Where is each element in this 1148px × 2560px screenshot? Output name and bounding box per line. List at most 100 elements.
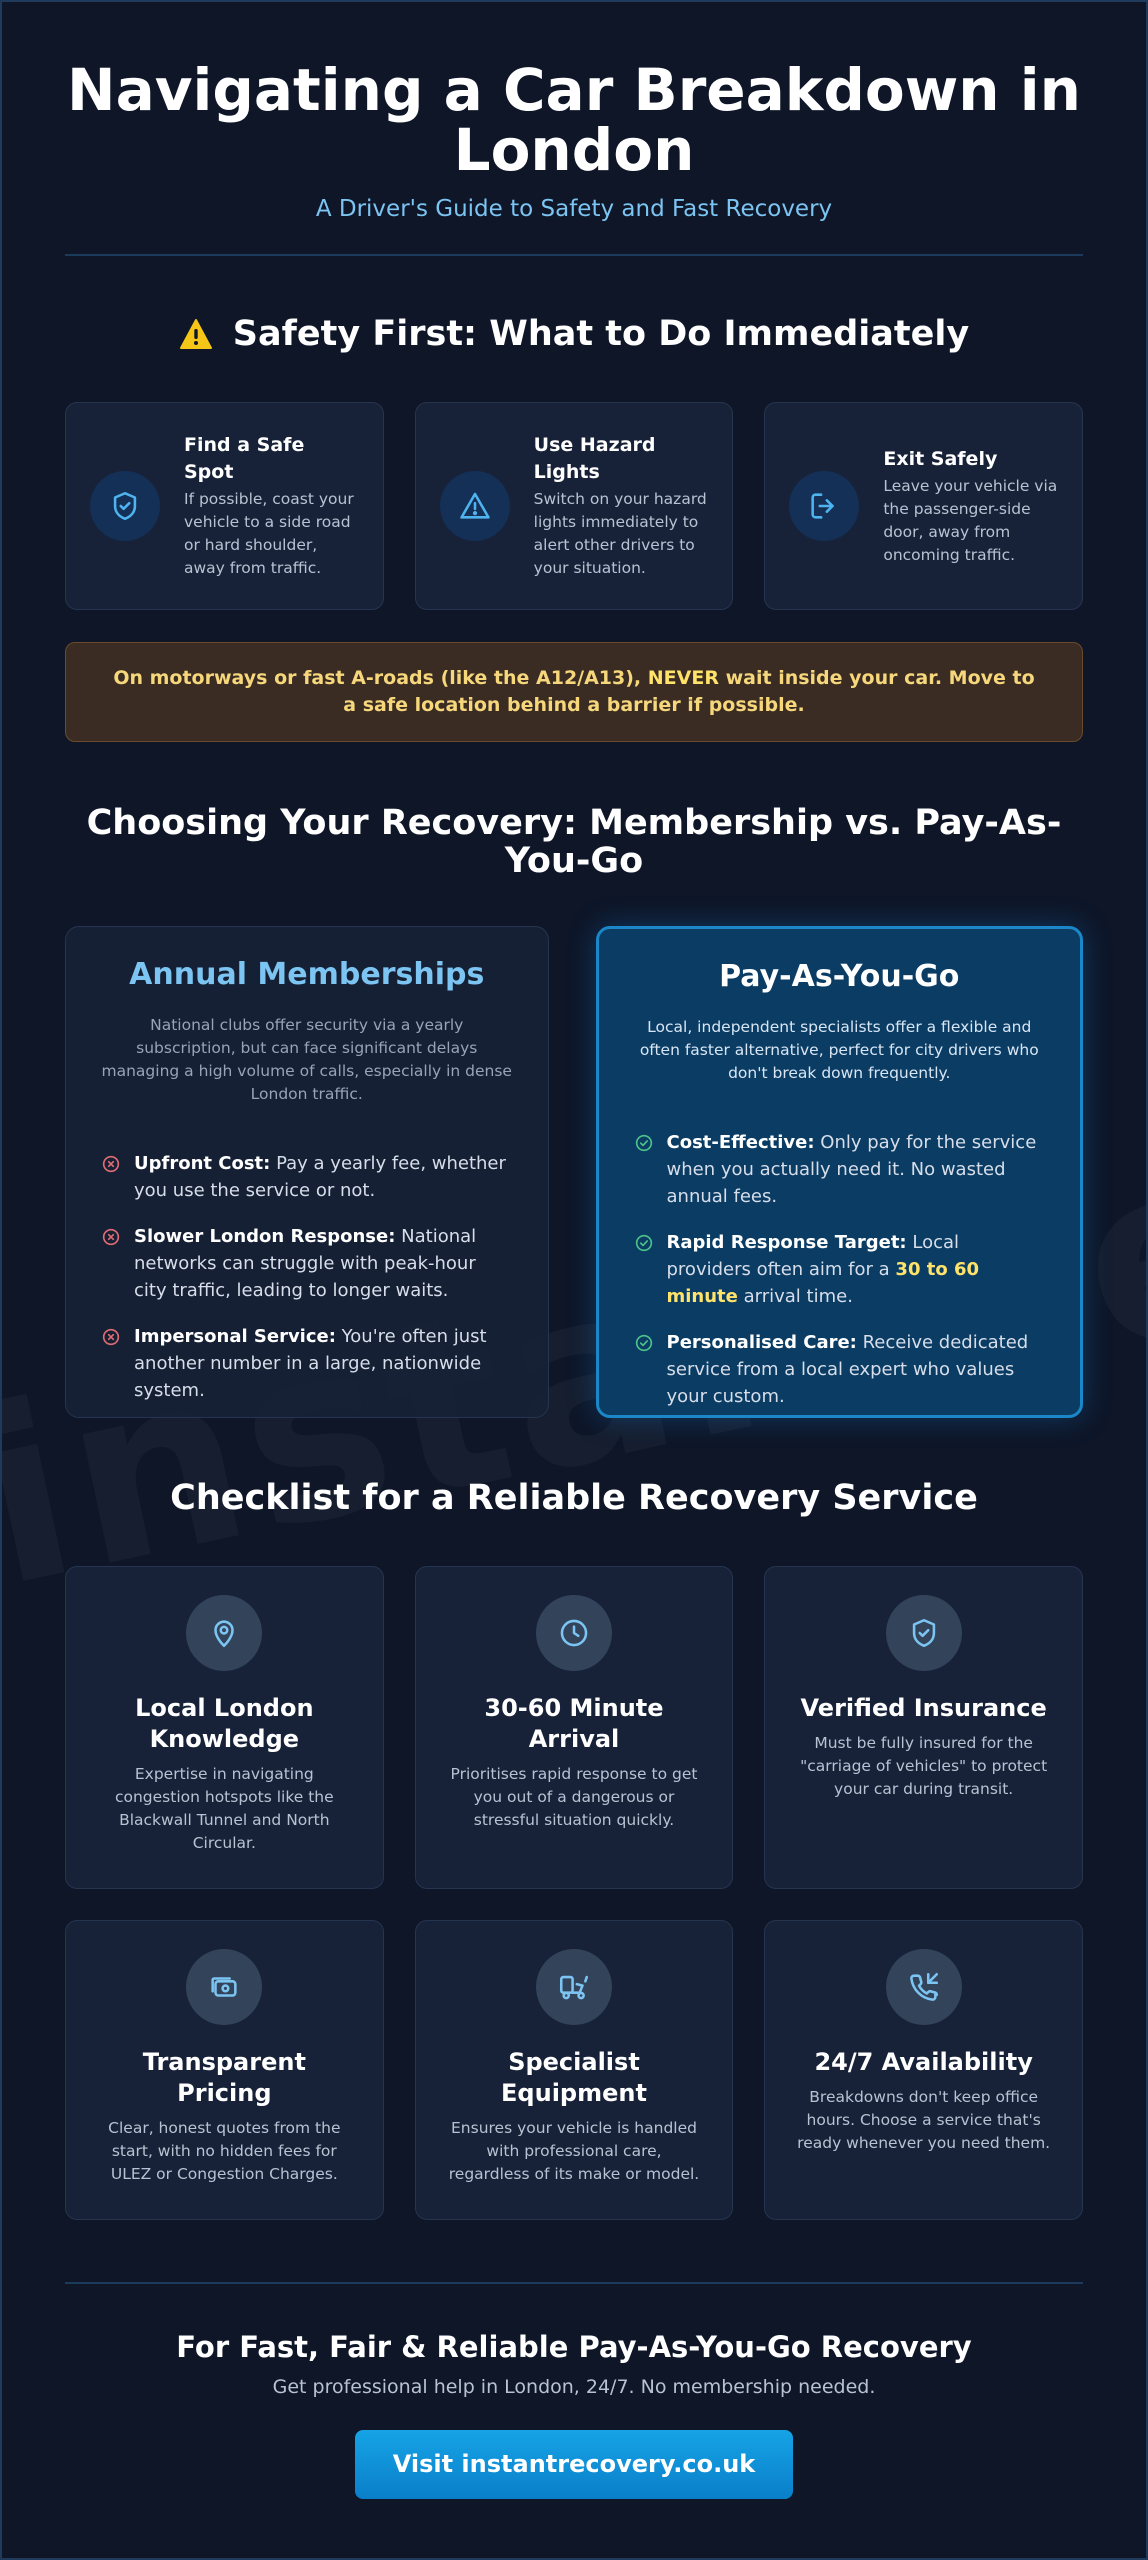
safety-card-body: Use Hazard Lights Switch on your hazard … (534, 432, 709, 580)
notice-emphasis: NEVER (647, 667, 719, 689)
list-item-text: Upfront Cost: Pay a yearly fee, whether … (134, 1150, 514, 1204)
phone-incoming-icon (885, 1949, 962, 2025)
list-item: Slower London Response: National network… (100, 1223, 514, 1304)
checklist-card-text: Clear, honest quotes from the start, wit… (108, 2119, 341, 2183)
list-item-label: Slower London Response: (134, 1226, 396, 1247)
comparison-title: Choosing Your Recovery: Membership vs. P… (86, 803, 1062, 881)
page-content: Navigating a Car Breakdown in London A D… (2, 2, 1146, 2499)
list-item-body: Local providers often aim for a (666, 1232, 960, 1280)
footer-divider (65, 2282, 1083, 2284)
notice-text-before: On motorways or fast A-roads (like the A… (113, 667, 642, 689)
shield-check-icon (885, 1595, 962, 1671)
safety-cards: Find a Safe Spot If possible, coast your… (65, 402, 1084, 610)
payg-card: Pay-As-You-Go Local, independent special… (595, 926, 1083, 1418)
membership-title: Annual Memberships (129, 957, 485, 992)
payg-title: Pay-As-You-Go (719, 959, 960, 994)
check-circle-icon (633, 1232, 655, 1310)
list-item: Personalised Care: Receive dedicated ser… (633, 1329, 1047, 1410)
payg-list: Cost-Effective: Only pay for the service… (633, 1129, 1047, 1410)
hazard-triangle-icon (439, 471, 510, 541)
safety-card-text: If possible, coast your vehicle to a sid… (184, 490, 354, 577)
checklist-card-arrival: 30-60 Minute Arrival Prioritises rapid r… (414, 1566, 734, 1889)
list-item: Cost-Effective: Only pay for the service… (633, 1129, 1047, 1210)
safety-card-safe-spot: Find a Safe Spot If possible, coast your… (65, 402, 384, 610)
checklist-card-pricing: Transparent Pricing Clear, honest quotes… (65, 1920, 384, 2220)
checklist-card-availability: 24/7 Availability Breakdowns don't keep … (764, 1920, 1083, 2220)
safety-card-text: Leave your vehicle via the passenger-sid… (883, 476, 1058, 564)
cta-title: For Fast, Fair & Reliable Pay-As-You-Go … (176, 2330, 972, 2364)
checklist-card-text: Ensures your vehicle is handled with pro… (448, 2119, 700, 2183)
list-item-text: Rapid Response Target: Local providers o… (667, 1229, 1047, 1310)
safety-card-text: Switch on your hazard lights immediately… (533, 490, 707, 577)
checklist-card-title: Local London Knowledge (135, 1694, 314, 1753)
motorway-warning-notice: On motorways or fast A-roads (like the A… (65, 642, 1083, 742)
checklist-card-insurance: Verified Insurance Must be fully insured… (764, 1566, 1083, 1889)
cta-subtitle: Get professional help in London, 24/7. N… (272, 2376, 876, 2398)
safety-section: Safety First: What to Do Immediately Fin… (65, 314, 1084, 742)
hero-header: Navigating a Car Breakdown in London A D… (65, 2, 1083, 222)
list-item-body: You're often just another number in a la… (134, 1326, 487, 1401)
exit-door-icon (789, 471, 860, 541)
checklist-card-title: Specialist Equipment (501, 2048, 647, 2107)
comparison-cards: Annual Memberships National clubs offer … (65, 926, 1083, 1418)
list-item-label: Personalised Care: (666, 1332, 857, 1353)
x-circle-icon (100, 1326, 122, 1404)
list-item-body: National networks can struggle with peak… (134, 1226, 477, 1301)
x-circle-icon (100, 1153, 122, 1204)
checklist-card-text: Prioritises rapid response to get you ou… (450, 1765, 698, 1829)
payg-description: Local, independent specialists offer a f… (639, 1018, 1039, 1082)
checklist-card-title: Transparent Pricing (142, 2048, 306, 2107)
list-item-label: Cost-Effective: (666, 1132, 815, 1153)
tow-truck-icon (535, 1949, 612, 2025)
list-item-text: Slower London Response: National network… (134, 1223, 514, 1304)
list-item-body-end: arrival time. (743, 1286, 853, 1307)
membership-description: National clubs offer security via a year… (101, 1016, 512, 1103)
safety-card-hazard-lights: Use Hazard Lights Switch on your hazard … (414, 402, 734, 610)
x-circle-icon (100, 1226, 122, 1304)
checklist-card-title: 24/7 Availability (814, 2048, 1033, 2076)
safety-card-title: Use Hazard Lights (533, 434, 656, 483)
safety-card-body: Exit Safely Leave your vehicle via the p… (883, 446, 1058, 567)
page-title: Navigating a Car Breakdown in London (67, 56, 1081, 184)
checklist-section: Checklist for a Reliable Recovery Servic… (65, 1478, 1083, 2220)
membership-card: Annual Memberships National clubs offer … (65, 926, 549, 1418)
list-item-text: Cost-Effective: Only pay for the service… (667, 1129, 1047, 1210)
checklist-card-equipment: Specialist Equipment Ensures your vehicl… (414, 1920, 734, 2220)
check-circle-icon (633, 1332, 655, 1410)
notice-text: On motorways or fast A-roads (like the A… (106, 665, 1042, 719)
safety-card-title: Find a Safe Spot (184, 434, 305, 483)
visit-website-button[interactable]: Visit instantrecovery.co.uk (355, 2430, 793, 2499)
safety-card-exit-safely: Exit Safely Leave your vehicle via the p… (764, 402, 1084, 610)
notice-text-after: wait inside your car. Move to a safe loc… (343, 667, 1035, 716)
warning-triangle-icon (179, 318, 213, 350)
checklist-card-title: Verified Insurance (800, 1694, 1047, 1722)
list-item-body: Only pay for the service when you actual… (666, 1132, 1037, 1207)
safety-card-body: Find a Safe Spot If possible, coast your… (184, 432, 359, 580)
comparison-section: Choosing Your Recovery: Membership vs. P… (65, 804, 1083, 1418)
checklist-card-text: Expertise in navigating congestion hotsp… (114, 1765, 334, 1852)
list-item-label: Impersonal Service: (134, 1326, 336, 1347)
list-item-label: Upfront Cost: (134, 1153, 271, 1174)
page-subtitle: A Driver's Guide to Safety and Fast Reco… (315, 196, 833, 222)
list-item-text: Personalised Care: Receive dedicated ser… (667, 1329, 1047, 1410)
map-pin-icon (186, 1595, 263, 1671)
checklist-title: Checklist for a Reliable Recovery Servic… (170, 1478, 978, 1518)
list-item: Impersonal Service: You're often just an… (100, 1323, 514, 1404)
checklist-card-title: 30-60 Minute Arrival (484, 1694, 664, 1753)
cta-footer: For Fast, Fair & Reliable Pay-As-You-Go … (65, 2330, 1083, 2499)
list-item-text: Impersonal Service: You're often just an… (134, 1323, 514, 1404)
safety-title-row: Safety First: What to Do Immediately (65, 314, 1083, 354)
membership-list: Upfront Cost: Pay a yearly fee, whether … (100, 1150, 514, 1404)
list-item: Upfront Cost: Pay a yearly fee, whether … (100, 1150, 514, 1204)
safety-title: Safety First: What to Do Immediately (232, 314, 970, 354)
clock-icon (535, 1595, 612, 1671)
cash-icon (186, 1949, 263, 2025)
header-divider (65, 254, 1083, 256)
list-item-body: Receive dedicated service from a local e… (666, 1332, 1029, 1407)
list-item: Rapid Response Target: Local providers o… (633, 1229, 1047, 1310)
safety-card-title: Exit Safely (883, 447, 998, 470)
shield-check-icon (90, 471, 160, 541)
list-item-body: Pay a yearly fee, whether you use the se… (134, 1153, 506, 1201)
checklist-grid: Local London Knowledge Expertise in navi… (65, 1566, 1083, 2220)
